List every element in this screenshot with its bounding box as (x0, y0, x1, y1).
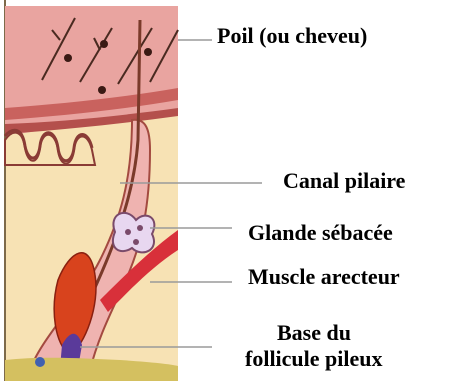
label-base-line2: follicule pileux (245, 348, 383, 370)
gland-nucleus (133, 239, 139, 245)
gland-nucleus (137, 225, 143, 231)
gland-nucleus (125, 229, 131, 235)
bulb-marker (35, 357, 45, 367)
label-hair: Poil (ou cheveu) (217, 25, 367, 47)
sebaceous-gland (113, 213, 154, 253)
dermal-papillae (5, 133, 95, 165)
label-glande-sebacee: Glande sébacée (248, 222, 393, 244)
label-base-line1: Base du (277, 322, 351, 344)
label-muscle-arecteur: Muscle arecteur (248, 266, 400, 288)
label-canal-pilaire: Canal pilaire (283, 170, 405, 192)
